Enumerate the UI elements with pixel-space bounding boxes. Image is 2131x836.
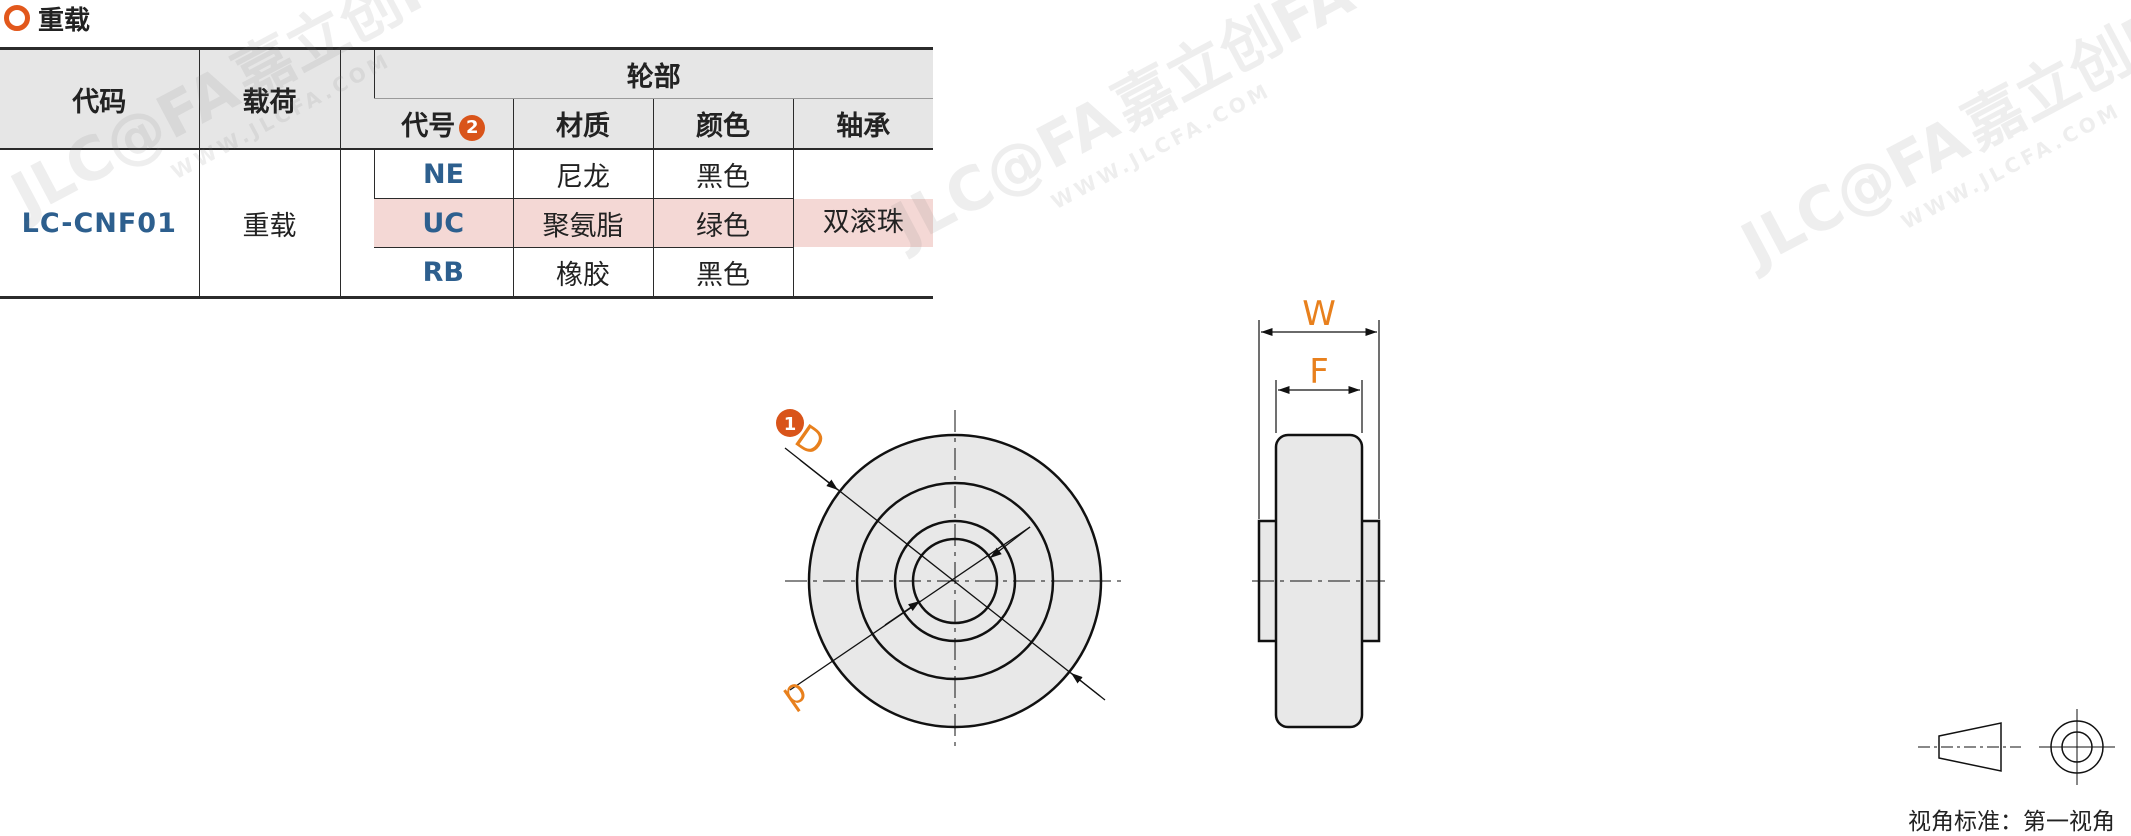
material-cell: 橡胶	[512, 247, 653, 298]
dim-arrow-D-top	[799, 459, 839, 491]
header-material: 材质	[512, 98, 653, 149]
material-cell: 聚氨脂	[512, 198, 653, 248]
dim-arrow-d-right	[989, 526, 1031, 559]
orange-ring-icon	[4, 5, 30, 31]
note-badge-1-circle	[776, 409, 804, 437]
dim-label-W: W	[1302, 294, 1336, 334]
section-heading: 重载	[4, 0, 90, 36]
dim-label-d: d	[776, 673, 817, 718]
table-row: UC 聚氨脂 绿色	[0, 198, 933, 248]
header-color: 颜色	[652, 98, 793, 149]
wheel-code-cell: RB	[422, 256, 464, 288]
header-wheel-code-label: 代号	[401, 111, 456, 142]
dim-arrow-d-left	[884, 600, 921, 626]
wheel-code-cell: UC	[374, 198, 513, 248]
note-badge-1: 1	[784, 414, 797, 435]
projection-caption: 视角标准：第一视角	[1908, 809, 2115, 835]
load-value: 重载	[198, 149, 340, 298]
material-cell: 尼龙	[512, 149, 653, 199]
color-cell: 黑色	[652, 149, 793, 199]
note-badge-2: 2	[459, 114, 486, 141]
header-wheel-group: 轮部	[373, 48, 933, 99]
color-cell: 黑色	[652, 247, 793, 298]
wheel-side-view	[1252, 320, 1385, 729]
projection-cone	[1938, 722, 2002, 772]
header-spacer	[339, 48, 374, 149]
header-code: 代码	[0, 48, 199, 149]
section-title-text: 重载	[38, 5, 91, 36]
header-load: 载荷	[198, 48, 340, 149]
product-code: LC-CNF01	[21, 207, 177, 239]
dim-arrow-D-bottom	[1070, 672, 1106, 701]
body-spacer	[339, 149, 374, 298]
color-cell: 绿色	[652, 198, 793, 248]
table-row: LC-CNF01 重载 NE 尼龙 黑色 双滚珠	[0, 149, 933, 298]
wheel-code-cell: NE	[373, 149, 513, 199]
bearing-value: 双滚珠	[793, 199, 933, 247]
header-row-top: 代码 载荷 轮部	[0, 48, 933, 149]
header-bearing: 轴承	[792, 98, 933, 149]
table-row: RB 橡胶 黑色	[0, 247, 933, 298]
first-angle-projection-icon	[1918, 709, 2115, 785]
wheel-front-view	[784, 410, 1125, 750]
bearing-cell-wrap: 双滚珠	[792, 149, 933, 298]
dim-label-F: F	[1309, 352, 1329, 392]
